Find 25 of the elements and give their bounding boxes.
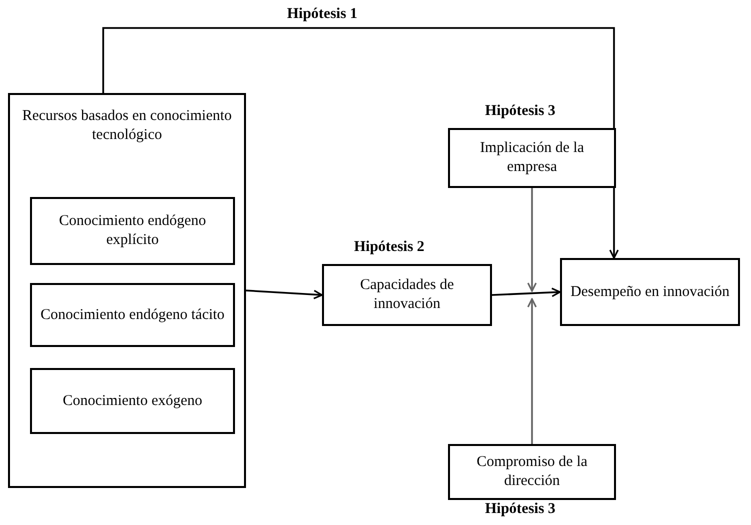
node-text: Capacidades de innovación (359, 276, 455, 314)
arrow (246, 290, 323, 300)
arrow (492, 288, 561, 298)
process-box (30, 368, 235, 434)
group-title: Recursos basados en conocimiento tecnológico (22, 107, 232, 144)
arrow (102, 27, 619, 259)
node-text: Compromiso de la dirección (476, 453, 588, 491)
arrow (527, 298, 537, 444)
group-box (8, 93, 246, 488)
arrow (527, 188, 537, 292)
node-text: Conocimiento endógeno explícito (58, 212, 208, 250)
hypothesis-label: Hipótesis 3 (483, 501, 558, 518)
hypothesis-label: Hipótesis 2 (352, 239, 426, 256)
process-box (30, 197, 235, 265)
hypothesis-label: Hipótesis 3 (483, 103, 558, 120)
process-box (30, 283, 235, 347)
process-box (448, 128, 616, 188)
process-box (322, 264, 492, 326)
node-text: Desempeño en innovación (570, 282, 730, 302)
node-text: Conocimiento endógeno tácito (40, 306, 225, 324)
edge-label: Hipótesis 1 (285, 6, 360, 23)
node-text: Conocimiento exógeno (62, 392, 202, 410)
process-box (560, 258, 740, 326)
node-text: Implicación de la empresa (478, 139, 586, 177)
process-box (448, 444, 616, 500)
